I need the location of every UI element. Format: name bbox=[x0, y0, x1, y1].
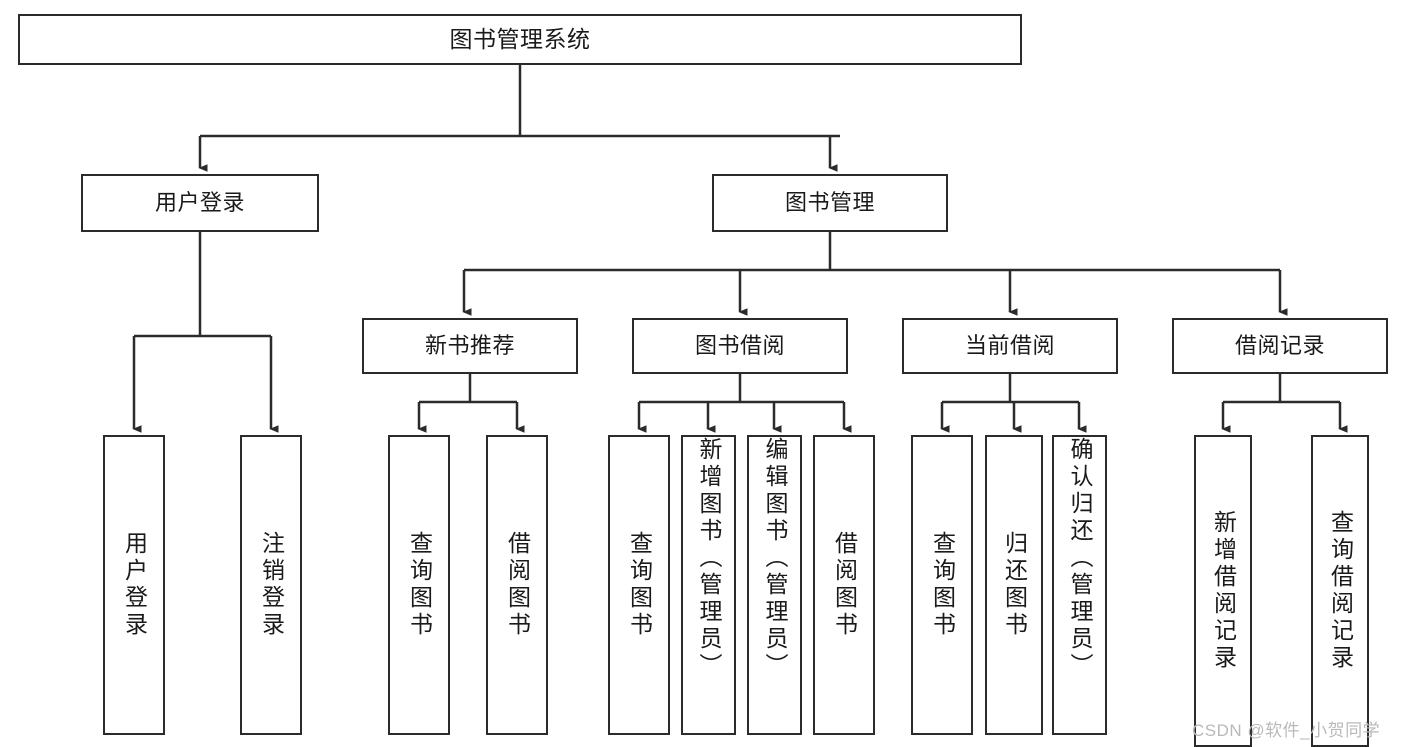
node-root-system[interactable]: 图书管理系统 bbox=[18, 14, 1022, 65]
node-leaf-add-borrow-record[interactable]: 新增借阅记录 bbox=[1194, 435, 1252, 747]
node-leaf-query-book-1[interactable]: 查询图书 bbox=[388, 435, 450, 735]
node-label: 图书借阅 bbox=[694, 333, 785, 359]
node-label: 查询图书 bbox=[929, 531, 956, 639]
node-label: 新增借阅记录 bbox=[1210, 510, 1237, 672]
csdn-watermark: CSDN @软件_小贺同学 bbox=[1192, 721, 1381, 740]
node-label: 借阅图书 bbox=[504, 531, 531, 639]
node-book-management[interactable]: 图书管理 bbox=[712, 174, 948, 232]
node-label: 借阅记录 bbox=[1234, 333, 1325, 359]
node-leaf-confirm-return-admin[interactable]: 确认归还（管理员） bbox=[1052, 435, 1107, 735]
node-label: 确认归还（管理员） bbox=[1067, 437, 1093, 680]
node-leaf-logout-login[interactable]: 注销登录 bbox=[240, 435, 302, 735]
node-label: 查询借阅记录 bbox=[1327, 510, 1354, 672]
node-leaf-query-book-3[interactable]: 查询图书 bbox=[911, 435, 973, 735]
node-leaf-borrow-book-1[interactable]: 借阅图书 bbox=[486, 435, 548, 735]
node-leaf-return-book[interactable]: 归还图书 bbox=[985, 435, 1043, 735]
node-leaf-borrow-book-2[interactable]: 借阅图书 bbox=[813, 435, 875, 735]
node-user-login[interactable]: 用户登录 bbox=[81, 174, 319, 232]
node-label: 新书推荐 bbox=[424, 333, 515, 359]
node-leaf-query-borrow-record[interactable]: 查询借阅记录 bbox=[1311, 435, 1369, 747]
node-leaf-add-book-admin[interactable]: 新增图书（管理员） bbox=[681, 435, 736, 735]
node-label: 图书管理系统 bbox=[449, 26, 591, 53]
node-label: 编辑图书（管理员） bbox=[762, 437, 788, 680]
node-label: 查询图书 bbox=[406, 531, 433, 639]
node-current-borrow[interactable]: 当前借阅 bbox=[902, 318, 1118, 374]
node-book-borrow[interactable]: 图书借阅 bbox=[632, 318, 848, 374]
node-leaf-query-book-2[interactable]: 查询图书 bbox=[608, 435, 670, 735]
node-label: 查询图书 bbox=[626, 531, 653, 639]
node-borrow-record[interactable]: 借阅记录 bbox=[1172, 318, 1388, 374]
node-label: 注销登录 bbox=[258, 531, 285, 639]
node-label: 图书管理 bbox=[784, 190, 875, 216]
node-label: 借阅图书 bbox=[831, 531, 858, 639]
node-new-book-recommend[interactable]: 新书推荐 bbox=[362, 318, 578, 374]
node-label: 归还图书 bbox=[1001, 531, 1028, 639]
node-label: 用户登录 bbox=[154, 190, 245, 216]
node-leaf-edit-book-admin[interactable]: 编辑图书（管理员） bbox=[747, 435, 802, 735]
node-leaf-user-login[interactable]: 用户登录 bbox=[103, 435, 165, 735]
node-label: 新增图书（管理员） bbox=[696, 437, 722, 680]
node-label: 当前借阅 bbox=[964, 333, 1055, 359]
node-label: 用户登录 bbox=[121, 531, 148, 639]
